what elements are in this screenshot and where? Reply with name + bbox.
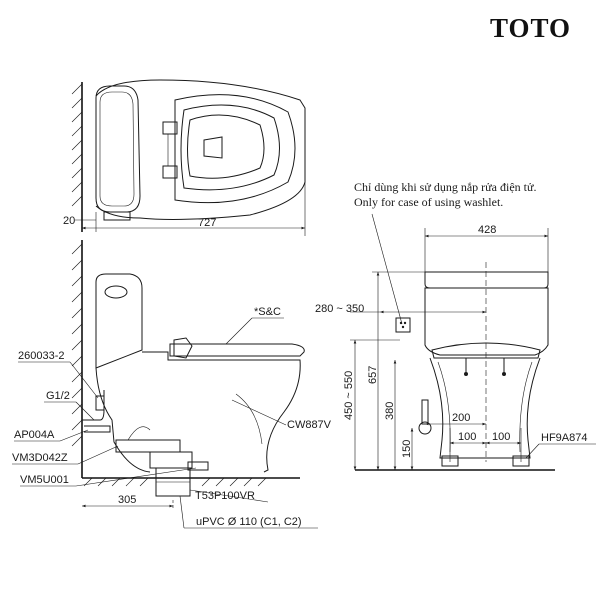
seat-side (169, 343, 305, 357)
seat-bolts-front (464, 358, 506, 376)
electric-outlet (395, 317, 411, 333)
dim-depth-label: 727 (198, 217, 216, 229)
label-fill-valve: 260033-2 (18, 350, 65, 362)
tank-front-body (424, 287, 549, 356)
label-drain-pipe: T53P100VR (195, 490, 255, 502)
wall-hatch-top (71, 83, 83, 207)
bowl-opening-outline (187, 114, 265, 179)
seat-ring-outline (174, 94, 296, 204)
top-view: 727 20 (63, 79, 306, 236)
stop-valve-front (418, 421, 432, 435)
side-view: 260033-2 G1/2 AP004A VM3D042Z VM5U001 *S… (12, 240, 332, 529)
supply-pipe-front (421, 399, 429, 425)
note-line-vi: Chỉ dùng khi sử dụng nắp rửa điện tử. (354, 180, 537, 194)
label-supply-thread: G1/2 (46, 390, 70, 402)
dim-outlet-offset-label: 280 ~ 350 (315, 303, 364, 315)
dim-floor-label: 150 (401, 440, 413, 458)
tank-top-inner (99, 91, 135, 207)
dim-wall-label: 20 (63, 215, 75, 227)
tank-side-outline (95, 273, 143, 369)
dim-bolt-right-label: 100 (492, 431, 510, 443)
seat-hinge-side (173, 337, 193, 359)
floor-bolt (187, 461, 209, 471)
dim-rough-in-label: 305 (118, 494, 136, 506)
label-flange: VM3D042Z (12, 452, 68, 464)
label-seat: *S&C (254, 306, 281, 318)
dim-outlet-height-label: 450 ~ 550 (343, 371, 355, 420)
bowl-front-left-curve (437, 361, 451, 453)
flexible-hose (127, 426, 151, 441)
wall-hatch-side (71, 243, 83, 447)
label-bolt-kit: HF9A874 (541, 432, 587, 444)
drain-fitting (149, 451, 193, 469)
front-view: Chỉ dùng khi sử dụng nắp rửa điện tử. On… (315, 180, 596, 471)
dim-supply-offset-label: 200 (452, 412, 470, 424)
drain-hole (203, 136, 223, 159)
bowl-front-right-curve (519, 361, 533, 453)
tank-foot (103, 211, 131, 221)
stop-valve (84, 425, 111, 433)
tank-front-lid (424, 271, 549, 289)
seat-front (431, 342, 541, 359)
bowl-curve (235, 393, 263, 445)
toto-logo: TOTO (490, 13, 571, 43)
hinge-upper (162, 121, 178, 135)
note-leader (371, 213, 403, 325)
hinge-lower (162, 165, 178, 179)
bowl-front-outline (429, 357, 541, 459)
label-bolt: VM5U001 (20, 474, 69, 486)
body-front-outline (142, 351, 301, 473)
flange-plate (115, 439, 181, 453)
dim-width-label: 428 (478, 224, 496, 236)
supply-hose (95, 395, 105, 411)
flush-button (104, 285, 128, 299)
note-line-en: Only for case of using washlet. (354, 195, 503, 209)
body-back-outline (95, 300, 151, 473)
dim-supply-height-label: 380 (384, 402, 396, 420)
label-pipe-spec: uPVC Ø 110 (C1, C2) (196, 516, 302, 528)
dim-bolt-left-label: 100 (458, 431, 476, 443)
seat-inner-outline (180, 104, 280, 191)
dim-total-height-label: 657 (367, 366, 379, 384)
label-stop-valve: AP004A (14, 429, 55, 441)
label-bowl: CW887V (287, 419, 332, 431)
body-top-outline (95, 79, 306, 220)
